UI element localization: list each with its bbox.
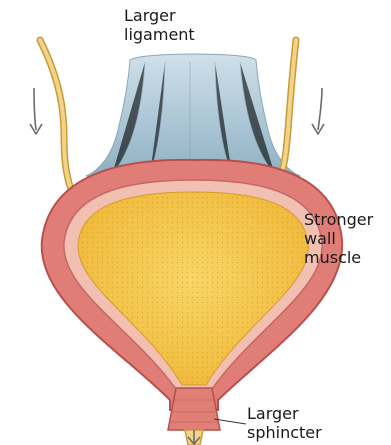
left-ureter <box>40 40 74 196</box>
wall-label: Stronger wall muscle <box>304 210 373 267</box>
sphincter <box>168 388 220 430</box>
sphincter-label-line1: Larger <box>247 404 322 423</box>
right-arrow-icon <box>312 88 324 134</box>
ligament-label: Larger ligament <box>124 6 195 44</box>
wall-label-line2: wall <box>304 229 373 248</box>
sphincter-label: Larger sphincter <box>247 404 322 442</box>
ligament-label-line2: ligament <box>124 25 195 44</box>
wall-label-line3: muscle <box>304 248 373 267</box>
wall-label-line1: Stronger <box>304 210 373 229</box>
ligament-label-line1: Larger <box>124 6 195 25</box>
sphincter-label-line2: sphincter <box>247 423 322 442</box>
left-arrow-icon <box>30 88 42 134</box>
